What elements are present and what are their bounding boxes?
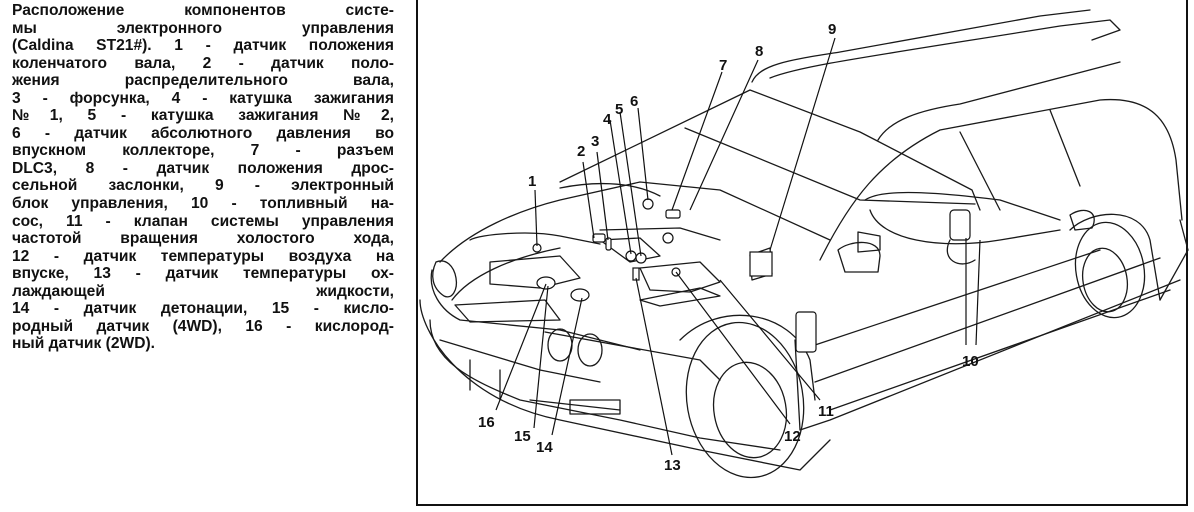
caption-line: мы электронного управления: [12, 19, 394, 37]
callout-8: 8: [755, 43, 763, 60]
component-markers: [532, 198, 971, 353]
caption-line: 12 - датчик температуры воздуха на: [12, 247, 394, 265]
callout-9: 9: [828, 21, 836, 38]
component-6-marker: [642, 198, 654, 210]
component-11-iacv: [795, 311, 817, 353]
component-3-marker: [605, 237, 612, 251]
component-9-ecu: [749, 251, 773, 277]
caption-line: впускном коллекторе, 7 - разъем: [12, 142, 394, 160]
callout-15: 15: [514, 428, 531, 445]
caption-line: 14 - датчик детонации, 15 - кисло-: [12, 300, 394, 318]
caption-line: №1, 5 - катушка зажигания №2,: [12, 107, 394, 125]
component-14-15-marker: [570, 288, 590, 302]
caption-line: (Caldina ST21#). 1 - датчик положения: [12, 37, 394, 55]
caption-line: ный датчик (2WD).: [12, 335, 156, 353]
caption-line: 6 - датчик абсолютного давления во: [12, 124, 394, 142]
component-10-fuel-pump: [949, 209, 971, 241]
figure-caption: Расположение компонентов систе- мы элект…: [12, 2, 394, 353]
caption-line: сельной заслонки, 9 - электронный: [12, 177, 394, 195]
callout-leaders: [495, 37, 981, 456]
caption-line: Расположение компонентов систе-: [12, 2, 394, 19]
caption-line: DLC3, 8 - датчик положения дрос-: [12, 159, 394, 177]
caption-line: частотой вращения холостого хода,: [12, 230, 394, 248]
callout-12: 12: [784, 428, 801, 445]
callout-2: 2: [577, 143, 585, 160]
callout-1: 1: [528, 173, 536, 190]
caption-line: блок управления, 10 - топливный на-: [12, 195, 394, 213]
caption-line: сос, 11 - клапан системы управления: [12, 212, 394, 230]
callout-13: 13: [664, 457, 681, 474]
callout-10: 10: [962, 353, 979, 370]
callout-14: 14: [536, 439, 553, 456]
caption-line: впуске, 13 - датчик температуры ох-: [12, 265, 394, 283]
caption-line: коленчатого вала, 2 - датчик поло-: [12, 54, 394, 72]
component-16-marker: [536, 276, 556, 290]
car-outline: [419, 9, 1189, 479]
component-8-marker: [662, 232, 674, 244]
callout-3: 3: [591, 133, 599, 150]
callout-labels: 1 2 3 4 5 6 7 8 9 10 11 12 13 14 15 16: [478, 21, 979, 474]
callout-16: 16: [478, 414, 495, 431]
callout-11: 11: [818, 403, 834, 420]
caption-line: родный датчик (4WD), 16 - кислород-: [12, 317, 394, 335]
caption-line: 3 - форсунка, 4 - катушка зажигания: [12, 89, 394, 107]
caption-line: жения распределительного вала,: [12, 72, 394, 90]
component-2-marker: [592, 233, 606, 243]
callout-5: 5: [615, 101, 623, 118]
caption-line: лаждающей жидкости,: [12, 282, 394, 300]
component-7-marker: [665, 209, 681, 219]
callout-4: 4: [603, 111, 612, 128]
callout-6: 6: [630, 93, 638, 110]
callout-7: 7: [719, 57, 727, 74]
